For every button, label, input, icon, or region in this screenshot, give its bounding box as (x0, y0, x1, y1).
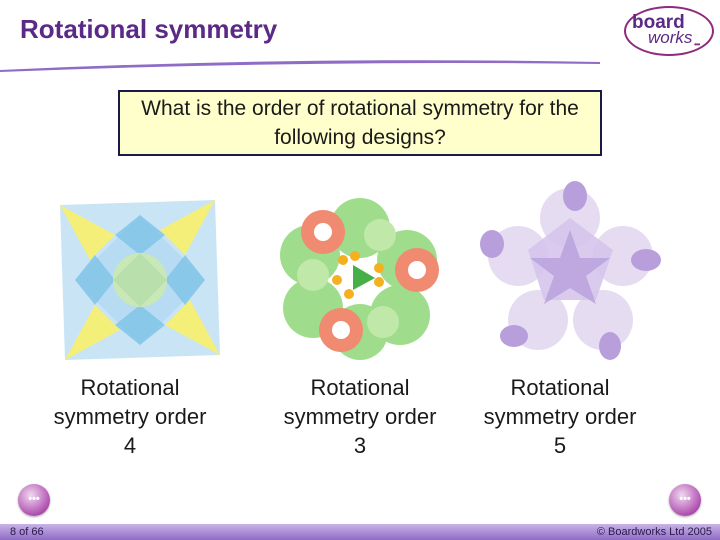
logo-word-works: works (648, 28, 693, 47)
design-order-4 (60, 200, 220, 360)
logo-word-board: board (632, 12, 685, 33)
caption-design-2: Rotational symmetry order 3 (283, 375, 437, 458)
page-title: Rotational symmetry (20, 14, 278, 44)
footer-bar (0, 524, 720, 540)
page-number: 8 of 66 (10, 526, 44, 538)
design-order-5 (480, 181, 661, 360)
next-slide-button[interactable]: ••• (669, 484, 701, 516)
caption-design-3: Rotational symmetry order 5 (483, 375, 637, 458)
ellipsis-icon: ••• (28, 493, 40, 505)
caption-design-1: Rotational symmetry order 4 (53, 375, 207, 458)
title-underline (0, 60, 600, 72)
design-order-3 (280, 198, 439, 360)
boardworks-logo: board works ••• (624, 6, 714, 56)
previous-slide-button[interactable]: ••• (18, 484, 50, 516)
ellipsis-icon: ••• (679, 493, 691, 505)
question-box: What is the order of rotational symmetry… (118, 90, 602, 156)
copyright-text: © Boardworks Ltd 2005 (596, 526, 712, 538)
logo-dots: ••• (694, 40, 700, 49)
